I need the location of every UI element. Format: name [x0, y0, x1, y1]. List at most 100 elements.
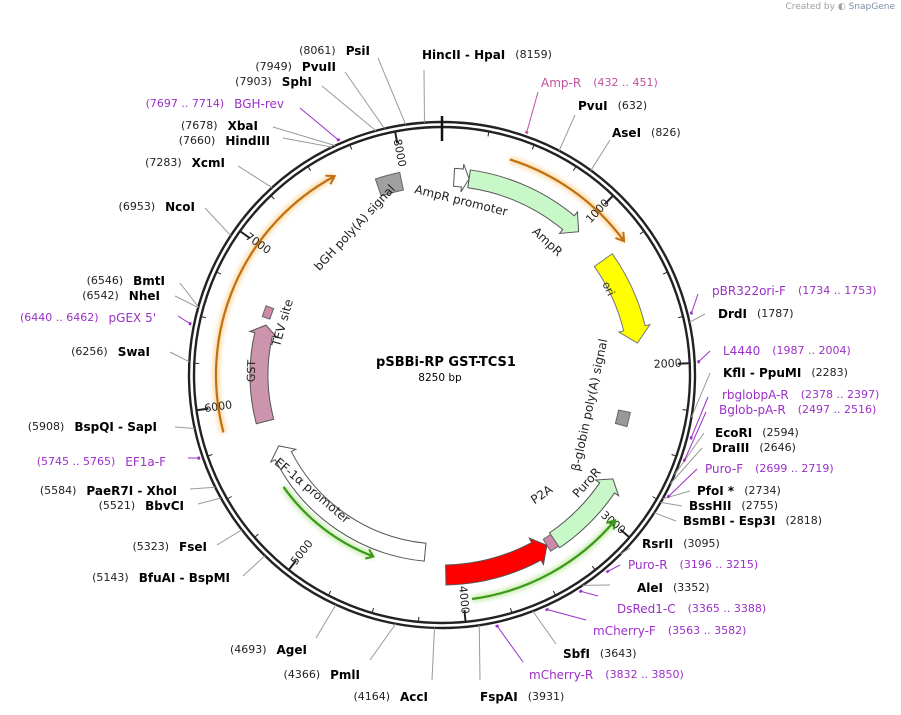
enzyme-name: FspAI [480, 690, 518, 704]
enzyme-name: SwaI [118, 345, 150, 359]
enzyme-site-paer7i-xhoi[interactable]: (5584)PaeR7I - XhoI [40, 484, 177, 498]
ruler-tick [531, 145, 535, 150]
primer-site-dsred1-c[interactable]: DsRed1-C(3365 .. 3388) [617, 602, 766, 616]
primer-site-mark [578, 589, 583, 594]
enzyme-site-bsshii[interactable]: BssHII(2755) [689, 499, 778, 513]
enzyme-leader-line [272, 126, 336, 147]
primer-leader-line [526, 91, 539, 133]
enzyme-position: (7678) [181, 119, 218, 132]
enzyme-site-swai[interactable]: (6256)SwaI [71, 345, 150, 359]
amp-r-primer-arc [509, 158, 625, 242]
primer-site-puro-f[interactable]: Puro-F(2699 .. 2719) [705, 462, 834, 476]
enzyme-label: (6546)BmtI [87, 274, 165, 288]
enzyme-name: PmlI [330, 668, 360, 682]
enzyme-name: AccI [400, 690, 428, 704]
site-labels: HincII - HpaI(8159) PvuI(632) AseI(826) Drd… [20, 44, 879, 704]
ruler-tick [572, 166, 576, 171]
enzyme-site-bmti[interactable]: (6546)BmtI [87, 274, 165, 288]
primer-name: Puro-F [705, 462, 743, 476]
enzyme-position: (8061) [299, 44, 336, 57]
p2a-box [542, 533, 560, 552]
primer-leader-line [607, 564, 621, 572]
enzyme-leader-line [532, 610, 557, 645]
primer-site-rbglobpa-r[interactable]: rbglobpA-R(2378 .. 2397) [722, 388, 879, 402]
amp-r-primer-arrowhead [615, 231, 626, 243]
enzyme-site-ncoi[interactable]: (6953)NcoI [119, 200, 195, 214]
site-leader-lines [169, 57, 711, 681]
enzyme-position: (6546) [87, 274, 124, 287]
feature-label-ampr: AmpR [529, 224, 565, 259]
enzyme-name: DraIII [712, 441, 749, 455]
enzyme-position: (7903) [235, 75, 272, 88]
enzyme-site-pvui[interactable]: PvuI(632) [578, 99, 647, 113]
enzyme-site-acci[interactable]: (4164)AccI [353, 690, 428, 704]
enzyme-label: PfoI *(2734) [697, 484, 781, 498]
primer-site-mcherry-f[interactable]: mCherry-F(3563 .. 3582) [593, 624, 746, 638]
enzyme-name: SbfI [563, 647, 590, 661]
enzyme-site-bfuai-bspmi[interactable]: (5143)BfuAI - BspMI [92, 571, 230, 585]
primer-label: Amp-R(432 .. 451) [541, 76, 658, 90]
enzyme-site-pmli[interactable]: (4366)PmlI [284, 668, 360, 682]
primer-label: L4440(1987 .. 2004) [723, 344, 851, 358]
primer-leader-line [698, 350, 711, 363]
enzyme-site-psii[interactable]: (8061)PsiI [299, 44, 370, 58]
feature-label-gst: GST [245, 359, 259, 382]
primer-site-bglob-pa-r[interactable]: Bglob-pA-R(2497 .. 2516) [719, 403, 876, 417]
enzyme-site-alei[interactable]: AleI(3352) [637, 581, 710, 595]
primer-site-pgex-5[interactable]: (6440 .. 6462)pGEX 5' [20, 311, 156, 325]
puror-arrow [548, 478, 620, 549]
enzyme-site-xcmi[interactable]: (7283)XcmI [145, 156, 225, 170]
ruler-tick [682, 409, 687, 411]
enzyme-site-nhei[interactable]: (6542)NheI [82, 289, 160, 303]
primer-label: Puro-F(2699 .. 2719) [705, 462, 834, 476]
enzyme-site-sbfi[interactable]: SbfI(3643) [563, 647, 637, 661]
enzyme-site-drdi[interactable]: DrdI(1787) [718, 307, 794, 321]
enzyme-site-bsmbi-esp3i[interactable]: BsmBI - Esp3I(2818) [683, 514, 822, 528]
primer-site-pbr322ori-f[interactable]: pBR322ori-F(1734 .. 1753) [712, 284, 877, 298]
enzyme-label: (6953)NcoI [119, 200, 195, 214]
enzyme-site-asei[interactable]: AseI(826) [612, 126, 681, 140]
enzyme-label: FspAI(3931) [480, 690, 564, 704]
enzyme-name: SphI [282, 75, 312, 89]
primer-site-mark [336, 138, 341, 142]
enzyme-leader-line [197, 497, 222, 505]
enzyme-site-bbvci[interactable]: (5521)BbvCI [99, 499, 184, 513]
enzyme-site-bspqi-sapi[interactable]: (5908)BspQI - SapI [28, 420, 157, 434]
enzyme-site-rsrii[interactable]: RsrII(3095) [642, 537, 720, 551]
left-orange-arrowhead [325, 174, 337, 185]
enzyme-label: (5908)BspQI - SapI [28, 420, 157, 434]
primer-name: mCherry-R [529, 668, 593, 682]
enzyme-label: (7283)XcmI [145, 156, 225, 170]
ruler-tick-label: 4000 [456, 585, 472, 614]
enzyme-site-ecori[interactable]: EcoRI(2594) [715, 426, 799, 440]
primer-site-l4440[interactable]: L4440(1987 .. 2004) [723, 344, 851, 358]
enzyme-site-draiii[interactable]: DraIII(2646) [712, 441, 796, 455]
primer-site-amp-r[interactable]: Amp-R(432 .. 451) [541, 76, 658, 90]
enzyme-leader-line [344, 71, 385, 129]
primer-range: (7697 .. 7714) [146, 97, 225, 110]
primer-range: (1734 .. 1753) [798, 284, 877, 297]
enzyme-leader-line [620, 547, 631, 555]
enzyme-site-pvuii[interactable]: (7949)PvuII [255, 60, 336, 74]
enzyme-site-kfli-ppumi[interactable]: KflI - PpuMI(2283) [723, 366, 848, 380]
enzyme-leader-line [321, 85, 377, 132]
enzyme-site-hincii-hpai[interactable]: HincII - HpaI(8159) [422, 48, 552, 62]
enzyme-site-agei[interactable]: (4693)AgeI [230, 643, 307, 657]
enzyme-name: BspQI - SapI [74, 420, 157, 434]
enzyme-position: (7949) [255, 60, 292, 73]
enzyme-position: (2594) [762, 426, 799, 439]
enzyme-site-fsei[interactable]: (5323)FseI [132, 540, 207, 554]
enzyme-site-pfoi[interactable]: PfoI *(2734) [697, 484, 781, 498]
primer-site-mcherry-r[interactable]: mCherry-R(3832 .. 3850) [529, 668, 684, 682]
enzyme-site-sphi[interactable]: (7903) SphI [235, 75, 312, 89]
primer-site-ef1a-f[interactable]: (5745 .. 5765)EF1a-F [37, 455, 166, 469]
primer-site-bgh-rev[interactable]: (7697 .. 7714)BGH-rev [146, 97, 284, 111]
credit-prefix: Created by [785, 2, 835, 12]
primer-site-puro-r[interactable]: Puro-R(3196 .. 3215) [628, 558, 758, 572]
primer-label: mCherry-F(3563 .. 3582) [593, 624, 746, 638]
ruler-tick-label: 5000 [288, 537, 316, 567]
enzyme-site-xbai[interactable]: (7678)XbaI [181, 119, 258, 133]
enzyme-site-fspai[interactable]: FspAI(3931) [480, 690, 564, 704]
enzyme-site-hindiii[interactable]: (7660)HindIII [179, 134, 270, 148]
